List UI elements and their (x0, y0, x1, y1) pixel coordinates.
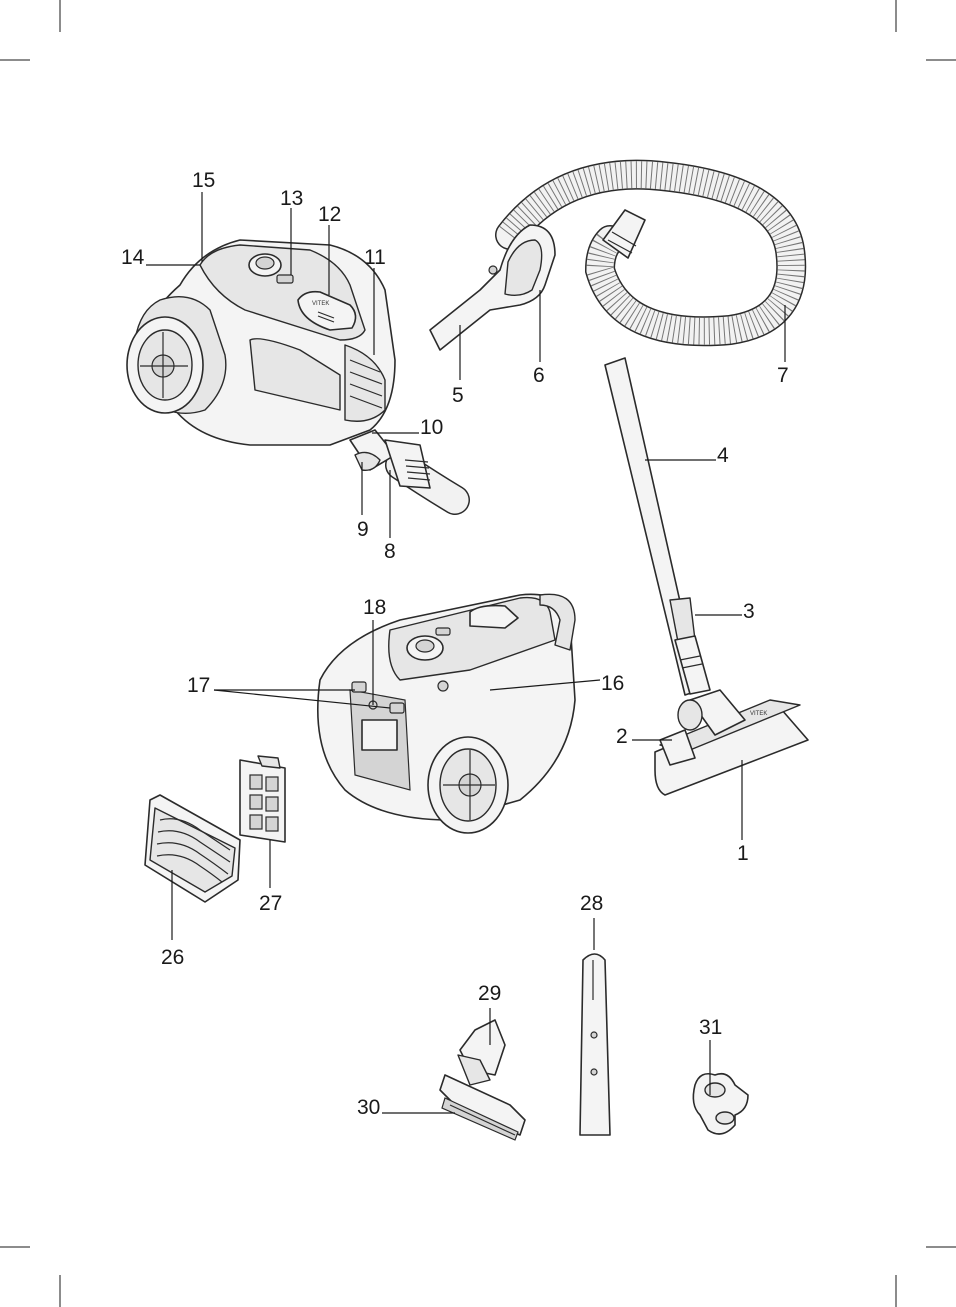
vacuum-body-front: VITEK (126, 239, 470, 515)
leader-lines (146, 192, 786, 1114)
accessory-holder-clip (692, 1072, 749, 1135)
callout-29: 29 (478, 982, 501, 1005)
callout-2: 2 (616, 725, 628, 748)
callout-10: 10 (420, 416, 443, 439)
callout-7: 7 (777, 364, 789, 387)
dusting-brush (439, 1019, 526, 1141)
callout-15: 15 (192, 169, 215, 192)
floor-nozzle: VITEK (654, 689, 809, 796)
hepa-filter (239, 755, 286, 843)
callout-17: 17 (187, 674, 210, 697)
callout-4: 4 (717, 444, 729, 467)
callout-27: 27 (259, 892, 282, 915)
dust-indicator-window (297, 290, 357, 331)
telescopic-tube (604, 357, 711, 696)
rear-wheel (126, 316, 204, 414)
callout-13: 13 (280, 187, 303, 210)
callout-6: 6 (533, 364, 545, 387)
crevice-tool (579, 953, 611, 1136)
callout-14: 14 (121, 246, 145, 269)
callout-16: 16 (601, 672, 624, 695)
nozzle-pedal (659, 729, 696, 766)
callout-31: 31 (699, 1016, 722, 1039)
callout-labels: 1 2 3 4 5 6 7 8 9 10 11 12 13 14 15 16 1… (121, 169, 789, 1119)
callout-8: 8 (384, 540, 396, 563)
callout-9: 9 (357, 518, 369, 541)
side-wheel (427, 736, 509, 834)
callout-12: 12 (318, 203, 341, 226)
callout-3: 3 (743, 600, 755, 623)
cord-rewind-button (276, 274, 294, 284)
callout-28: 28 (580, 892, 603, 915)
hose-end-cuff (602, 209, 646, 259)
nozzle-logo: VITEK (750, 711, 767, 717)
callout-30: 30 (357, 1096, 380, 1119)
callout-11: 11 (364, 246, 386, 269)
front-grill (344, 344, 386, 422)
callout-26: 26 (161, 946, 184, 969)
vacuum-body-rear (317, 593, 576, 834)
brand-logo: VITEK (312, 301, 329, 307)
outlet-grille (144, 794, 241, 903)
callout-1: 1 (737, 842, 749, 865)
callout-18: 18 (363, 596, 386, 619)
carry-handle (539, 593, 576, 651)
callout-5: 5 (452, 384, 464, 407)
hose-assembly (429, 159, 807, 351)
